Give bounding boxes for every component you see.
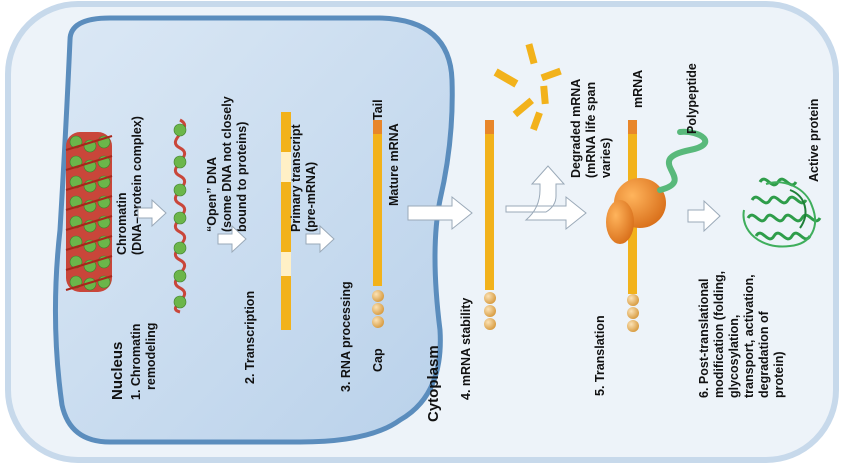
svg-text:Nucleus: Nucleus: [109, 342, 126, 400]
svg-text:protein): protein): [772, 351, 786, 398]
svg-text:glycosylation,: glycosylation,: [727, 315, 741, 398]
cytoplasm-label: Cytoplasm: [425, 345, 442, 422]
svg-text:Chromatin: Chromatin: [115, 193, 129, 256]
svg-text:bound to proteins): bound to proteins): [235, 122, 249, 232]
svg-text:Active protein: Active protein: [807, 99, 821, 182]
step-5-label: 5. Translation: [593, 315, 607, 396]
svg-text:Tail: Tail: [371, 99, 385, 120]
step-3-label: 3. RNA processing: [339, 281, 353, 392]
svg-text:4. mRNA stability: 4. mRNA stability: [459, 298, 473, 400]
tail-label: Tail: [371, 99, 385, 120]
svg-text:Polypeptide: Polypeptide: [685, 63, 699, 134]
svg-text:2. Transcription: 2. Transcription: [243, 291, 257, 384]
svg-text:Primary transcript: Primary transcript: [289, 123, 303, 232]
svg-text:“Open” DNA: “Open” DNA: [205, 157, 219, 232]
svg-text:varies): varies): [599, 138, 613, 178]
svg-text:(pre-mRNA): (pre-mRNA): [304, 162, 318, 232]
svg-text:transport, activation,: transport, activation,: [742, 274, 756, 398]
svg-text:(mRNA life span: (mRNA life span: [584, 82, 598, 178]
mature-mrna-label: Mature mRNA: [387, 123, 401, 206]
polypeptide-label: Polypeptide: [685, 63, 699, 134]
svg-text:Cytoplasm: Cytoplasm: [425, 345, 442, 422]
svg-text:Degraded mRNA: Degraded mRNA: [569, 79, 583, 178]
nucleus-label: Nucleus: [109, 342, 126, 400]
svg-text:degradation of: degradation of: [757, 310, 771, 398]
step-1-label: 1. Chromatin remodeling: [129, 323, 158, 400]
svg-text:Cap: Cap: [371, 348, 385, 372]
svg-text:Mature mRNA: Mature mRNA: [387, 123, 401, 206]
svg-text:modification (folding,: modification (folding,: [712, 271, 726, 398]
cap-label: Cap: [371, 348, 385, 372]
svg-text:remodeling: remodeling: [144, 323, 158, 390]
active-protein-label: Active protein: [807, 99, 821, 182]
step-4-label: 4. mRNA stability: [459, 298, 473, 400]
svg-text:3. RNA processing: 3. RNA processing: [339, 281, 353, 392]
svg-text:1. Chromatin: 1. Chromatin: [129, 324, 143, 400]
step-2-label: 2. Transcription: [243, 291, 257, 384]
svg-text:6. Post-translational: 6. Post-translational: [697, 279, 711, 398]
mrna-label: mRNA: [631, 70, 645, 108]
svg-text:mRNA: mRNA: [631, 70, 645, 108]
svg-text:(DNA–protein complex): (DNA–protein complex): [130, 116, 144, 255]
chromatin-graphic: [66, 132, 112, 292]
svg-text:(some DNA not closely: (some DNA not closely: [220, 96, 234, 232]
svg-text:5. Translation: 5. Translation: [593, 315, 607, 396]
